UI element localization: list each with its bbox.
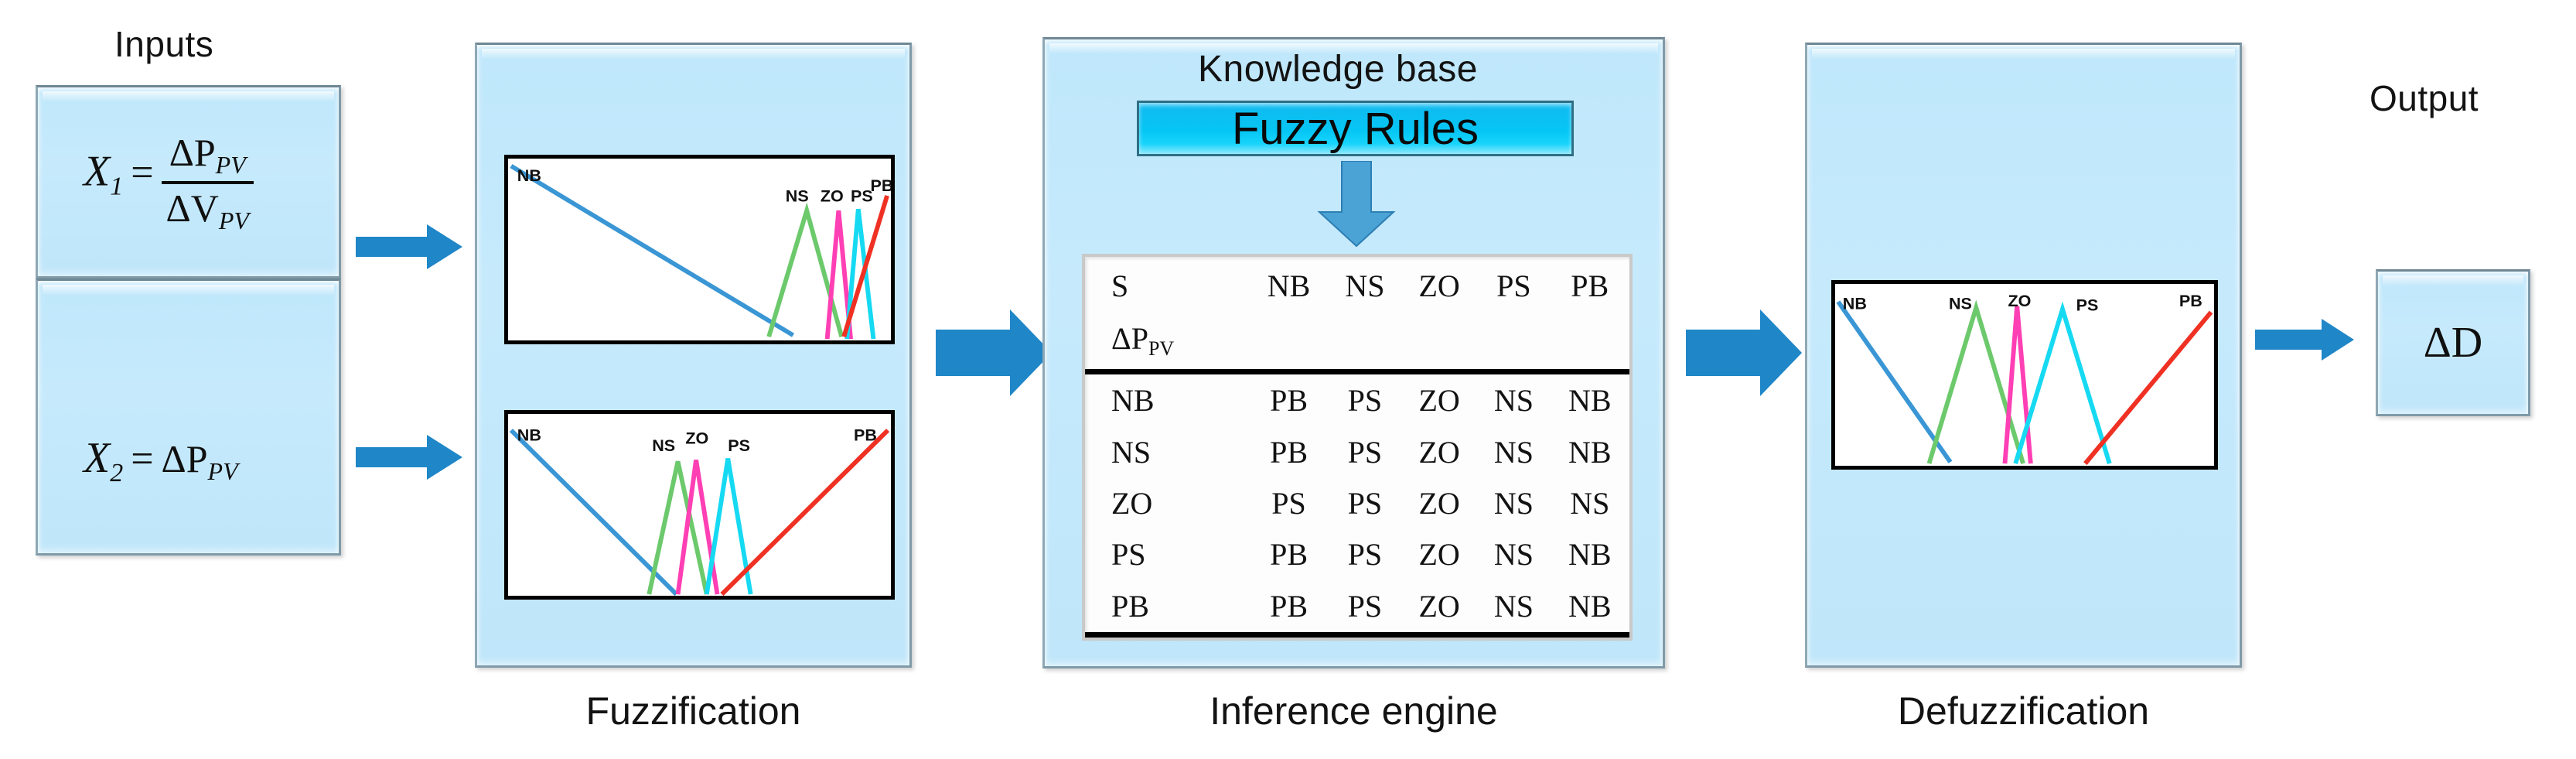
cell-3-3: NS — [1493, 537, 1534, 573]
table-row: NS PB PS ZO NS NB — [1085, 426, 1629, 477]
x2-sub: 2 — [110, 459, 124, 487]
table-corner-top: S — [1111, 268, 1129, 304]
table-row: PB PB PS ZO NS NB — [1085, 580, 1629, 638]
fuzzification-chart-x1: NB NS ZO PS PB — [504, 155, 895, 344]
x2-equals: = — [131, 437, 154, 481]
table-col-0: NB — [1267, 268, 1311, 304]
cell-1-1: PS — [1347, 434, 1383, 470]
cell-3-1: PS — [1347, 537, 1383, 573]
svg-text:NB: NB — [517, 166, 541, 185]
svg-text:NS: NS — [652, 436, 675, 455]
svg-text:PB: PB — [2179, 292, 2202, 310]
cell-3-4: NB — [1568, 537, 1612, 573]
arrow-input1-to-fuzzification — [356, 223, 464, 271]
inference-engine-caption: Inference engine — [1210, 689, 1498, 733]
svg-text:NB: NB — [1843, 295, 1867, 313]
output-box: ΔD — [2376, 269, 2530, 416]
output-value: ΔD — [2423, 319, 2483, 367]
cell-3-2: ZO — [1418, 537, 1460, 573]
table-col-1: NS — [1345, 268, 1385, 304]
svg-text:PB: PB — [854, 426, 877, 445]
row-label-4: PB — [1085, 580, 1250, 638]
svg-text:PS: PS — [728, 436, 750, 455]
x2-value-sub: PV — [207, 457, 238, 485]
table-row: PS PB PS ZO NS NB — [1085, 529, 1629, 580]
table-row: ZO PS PS ZO NS NS — [1085, 477, 1629, 528]
svg-text:NB: NB — [517, 426, 541, 445]
fuzzy-rules-button[interactable]: Fuzzy Rules — [1137, 101, 1574, 156]
row-label-1: NS — [1111, 434, 1152, 470]
x2-value: ΔP — [161, 437, 208, 480]
arrow-fuzzification-to-inference — [936, 308, 1053, 399]
table-col-2: ZO — [1418, 268, 1460, 304]
inputs-panel-lower — [36, 279, 341, 556]
fuzzy-rule-table: S NB NS ZO PS PB ΔPPV NB PB PS ZO NS NB … — [1085, 257, 1629, 638]
cell-0-2: ZO — [1401, 369, 1478, 427]
x1-num-sub: PV — [215, 151, 246, 179]
x1-num: ΔP — [169, 131, 216, 174]
table-col-4: PB — [1571, 268, 1609, 304]
x1-sub: 1 — [110, 172, 124, 201]
cell-0-1: PS — [1328, 369, 1402, 427]
svg-text:ZO: ZO — [2008, 292, 2031, 310]
cell-4-3: NS — [1477, 580, 1551, 638]
cell-0-3: NS — [1477, 369, 1551, 427]
row-label-3: PS — [1111, 537, 1146, 573]
cell-2-1: PS — [1347, 485, 1383, 521]
row-label-0: NB — [1085, 369, 1250, 427]
cell-0-4: NB — [1550, 369, 1629, 427]
svg-text:PS: PS — [851, 187, 873, 206]
cell-2-4: NS — [1570, 485, 1610, 521]
svg-text:NS: NS — [786, 187, 809, 206]
table-corner-bottom: ΔPPV — [1111, 321, 1175, 361]
cell-1-2: ZO — [1418, 434, 1460, 470]
cell-4-4: NB — [1550, 580, 1629, 638]
cell-0-0: PB — [1249, 369, 1329, 427]
arrow-defuzzification-to-output — [2255, 317, 2356, 362]
x1-den: ΔV — [165, 186, 219, 230]
cell-3-0: PB — [1270, 537, 1308, 573]
table-col-3: PS — [1496, 268, 1531, 304]
cell-1-0: PB — [1270, 434, 1308, 470]
output-title: Output — [2370, 78, 2479, 118]
fuzzification-chart-x2: NB NS ZO PS PB — [504, 410, 895, 600]
svg-text:NS: NS — [1949, 295, 1972, 313]
inputs-title: Inputs — [114, 24, 214, 64]
arrow-rules-to-table — [1316, 161, 1397, 248]
inputs-panel — [36, 85, 341, 279]
table-header-row: S NB NS ZO PS PB — [1085, 257, 1629, 312]
cell-4-0: PB — [1249, 580, 1329, 638]
cell-2-3: NS — [1493, 485, 1534, 521]
knowledge-base-title: Knowledge base — [1198, 49, 1478, 90]
arrow-inference-to-defuzzification — [1686, 308, 1803, 399]
input-equation-x2: X2=ΔPPV — [84, 433, 238, 488]
x1-var: X — [84, 147, 111, 196]
cell-1-3: NS — [1493, 434, 1534, 470]
x2-var: X — [84, 434, 111, 482]
rule-table-container: S NB NS ZO PS PB ΔPPV NB PB PS ZO NS NB … — [1082, 254, 1633, 641]
cell-2-2: ZO — [1418, 485, 1460, 521]
cell-4-2: ZO — [1401, 580, 1478, 638]
cell-1-4: NB — [1568, 434, 1612, 470]
svg-text:PB: PB — [871, 176, 891, 195]
x1-den-sub: PV — [218, 207, 249, 234]
arrow-input2-to-fuzzification — [356, 433, 464, 481]
x1-equals: = — [131, 150, 154, 195]
table-corner-row: ΔPPV — [1085, 312, 1629, 371]
row-label-2: ZO — [1111, 485, 1153, 521]
cell-2-0: PS — [1271, 485, 1306, 521]
defuzzification-chart: NB NS ZO PS PB — [1831, 280, 2218, 470]
svg-text:ZO: ZO — [685, 429, 708, 448]
table-row: NB PB PS ZO NS NB — [1085, 369, 1629, 427]
fuzzification-caption: Fuzzification — [585, 689, 801, 733]
defuzzification-caption: Defuzzification — [1897, 689, 2150, 733]
svg-text:ZO: ZO — [821, 187, 844, 206]
svg-text:PS: PS — [2076, 296, 2099, 315]
cell-4-1: PS — [1328, 580, 1402, 638]
